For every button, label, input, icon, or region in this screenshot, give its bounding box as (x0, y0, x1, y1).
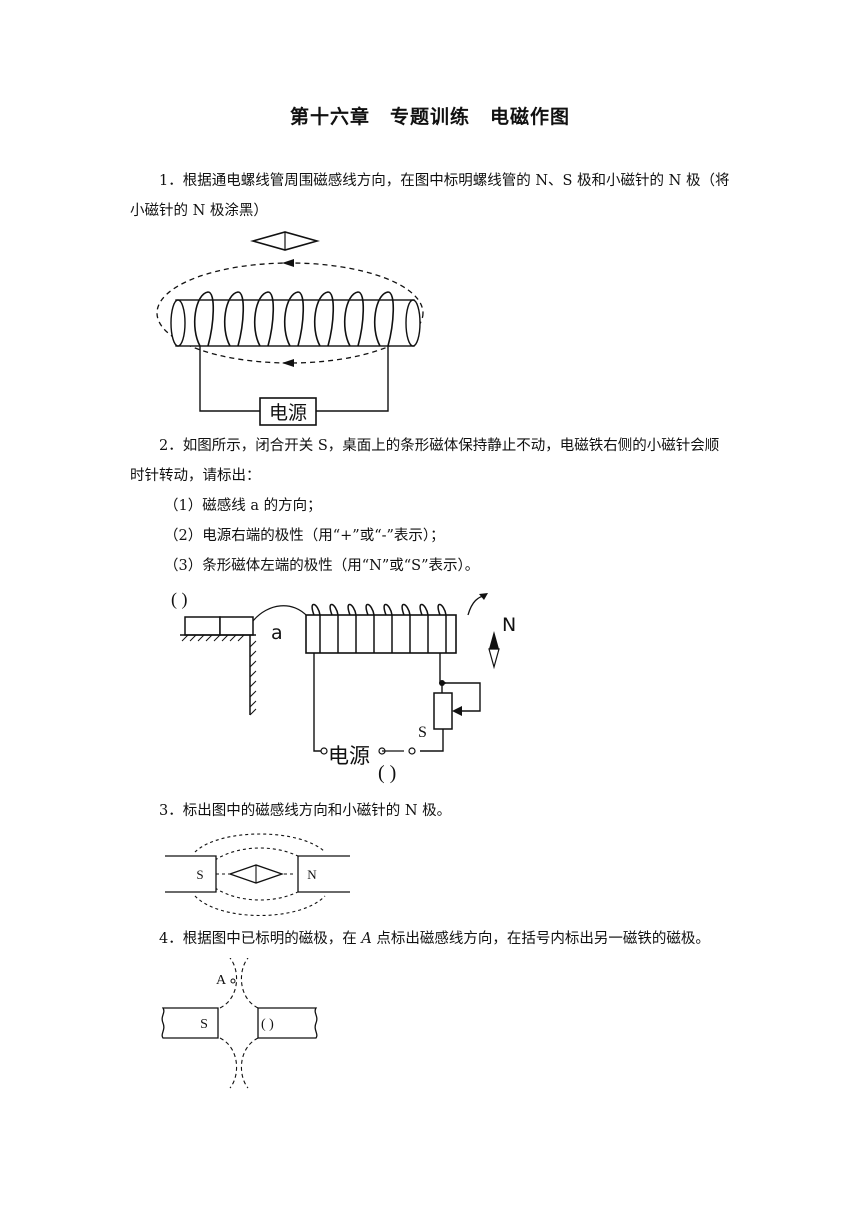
field-line-outer-bottom (194, 895, 326, 916)
compass-needle (250, 231, 320, 251)
rheostat-slider-arrow (452, 706, 462, 716)
question-3: 3．标出图中的磁感线方向和小磁针的 N 极。 (130, 796, 730, 826)
magnet-right (297, 855, 350, 893)
power-source-label: 电源 (269, 402, 307, 424)
wire-rheostat-bottom (420, 729, 444, 752)
compass-n-label: N (502, 614, 516, 636)
electromagnet-coil (311, 603, 447, 653)
field-line-bottom-right (240, 1037, 259, 1089)
solenoid-end-left (170, 299, 186, 347)
wire-coil-right (439, 653, 446, 684)
question-2: 2．如图所示，闭合开关 S，桌面上的条形磁体保持静止不动，电磁铁右侧的小磁针会顺… (130, 431, 730, 581)
question-4-text-before: 4．根据图中已标明的磁极，在 (159, 931, 362, 947)
compass-needle-up (489, 631, 499, 649)
table-hatching (181, 634, 257, 716)
page-title: 第十六章 专题训练 电磁作图 (289, 106, 570, 128)
electromagnet-core (305, 614, 457, 654)
field-arrow-top (282, 259, 294, 267)
question-2-item-1: （1）磁感线 a 的方向； (164, 498, 322, 514)
point-a-label: A (216, 973, 227, 988)
rheostat-slider-wire (442, 682, 481, 712)
magnet-left (161, 1007, 219, 1039)
wire-left (199, 346, 260, 412)
field-line-outer-top (194, 833, 326, 853)
field-line-top-right (240, 958, 259, 1009)
bar-magnet-left-half (184, 616, 221, 636)
power-pole-bracket: ( ) (378, 762, 396, 784)
question-4-text: 4．根据图中已标明的磁极，在 A 点标出磁感线方向，在括号内标出另一磁铁的磁极。 (130, 924, 730, 954)
question-2-item-3: （3）条形磁体左端的极性（用“N”或“S”表示）。 (164, 558, 480, 574)
switch-s-label: S (418, 724, 427, 741)
question-3-text: 3．标出图中的磁感线方向和小磁针的 N 极。 (159, 803, 452, 819)
bar-magnet-right-half (219, 616, 254, 636)
magnet-right (257, 1007, 318, 1039)
switch-terminal (408, 747, 416, 755)
solenoid-end-right (405, 299, 421, 347)
question-2-item-2: （2）电源右端的极性（用“+”或“-”表示）； (164, 528, 445, 544)
question-2-intro: 2．如图所示，闭合开关 S，桌面上的条形磁体保持静止不动，电磁铁右侧的小磁针会顺… (130, 438, 720, 484)
magnet-left-pole: S (196, 867, 203, 882)
rheostat-body (433, 692, 453, 730)
solenoid-coil (193, 291, 395, 347)
magnet-right-pole: N (307, 867, 317, 882)
question-1-text: 1．根据通电螺线管周围磁感线方向，在图中标明螺线管的 N、S 极和小磁针的 N … (130, 173, 730, 219)
magnet-left-pole: S (200, 1017, 208, 1032)
question-4: 4．根据图中已标明的磁极，在 A 点标出磁感线方向，在括号内标出另一磁铁的磁极。 (130, 924, 730, 954)
compass-needle-down (488, 648, 500, 670)
figure-4-magnets: A S ( ) (161, 958, 318, 1089)
field-line-a (252, 605, 309, 622)
question-4-text-point: A (361, 931, 372, 947)
magnet-right-pole-bracket: ( ) (261, 1017, 274, 1032)
field-line-inner-bottom (214, 887, 306, 901)
figure-1-solenoid: 电源 (156, 231, 424, 426)
field-line-bottom-left (219, 1037, 238, 1089)
power-source-box (259, 397, 317, 426)
point-a-dot (230, 978, 236, 984)
power-source-label: 电源 (328, 744, 370, 768)
magnet-left (165, 855, 217, 893)
field-line-inner-top (214, 847, 306, 861)
wire-right (316, 346, 389, 412)
question-1: 1．根据通电螺线管周围磁感线方向，在图中标明螺线管的 N、S 极和小磁针的 N … (130, 166, 730, 226)
figure-3-magnets: S N (165, 833, 350, 916)
power-terminal-left (320, 747, 328, 755)
field-line-a-label: a (271, 622, 283, 644)
figure-2-electromagnet: ( ) a N 电源 S ( ) (171, 589, 516, 784)
bar-magnet-pole-bracket: ( ) (171, 589, 188, 610)
question-4-text-after: 点标出磁感线方向，在括号内标出另一磁铁的磁极。 (371, 931, 710, 947)
field-arrow-bottom (282, 359, 294, 367)
rotation-arrow-head (479, 593, 488, 600)
field-line-top-left (219, 958, 238, 1009)
wire-coil-left (313, 653, 321, 752)
